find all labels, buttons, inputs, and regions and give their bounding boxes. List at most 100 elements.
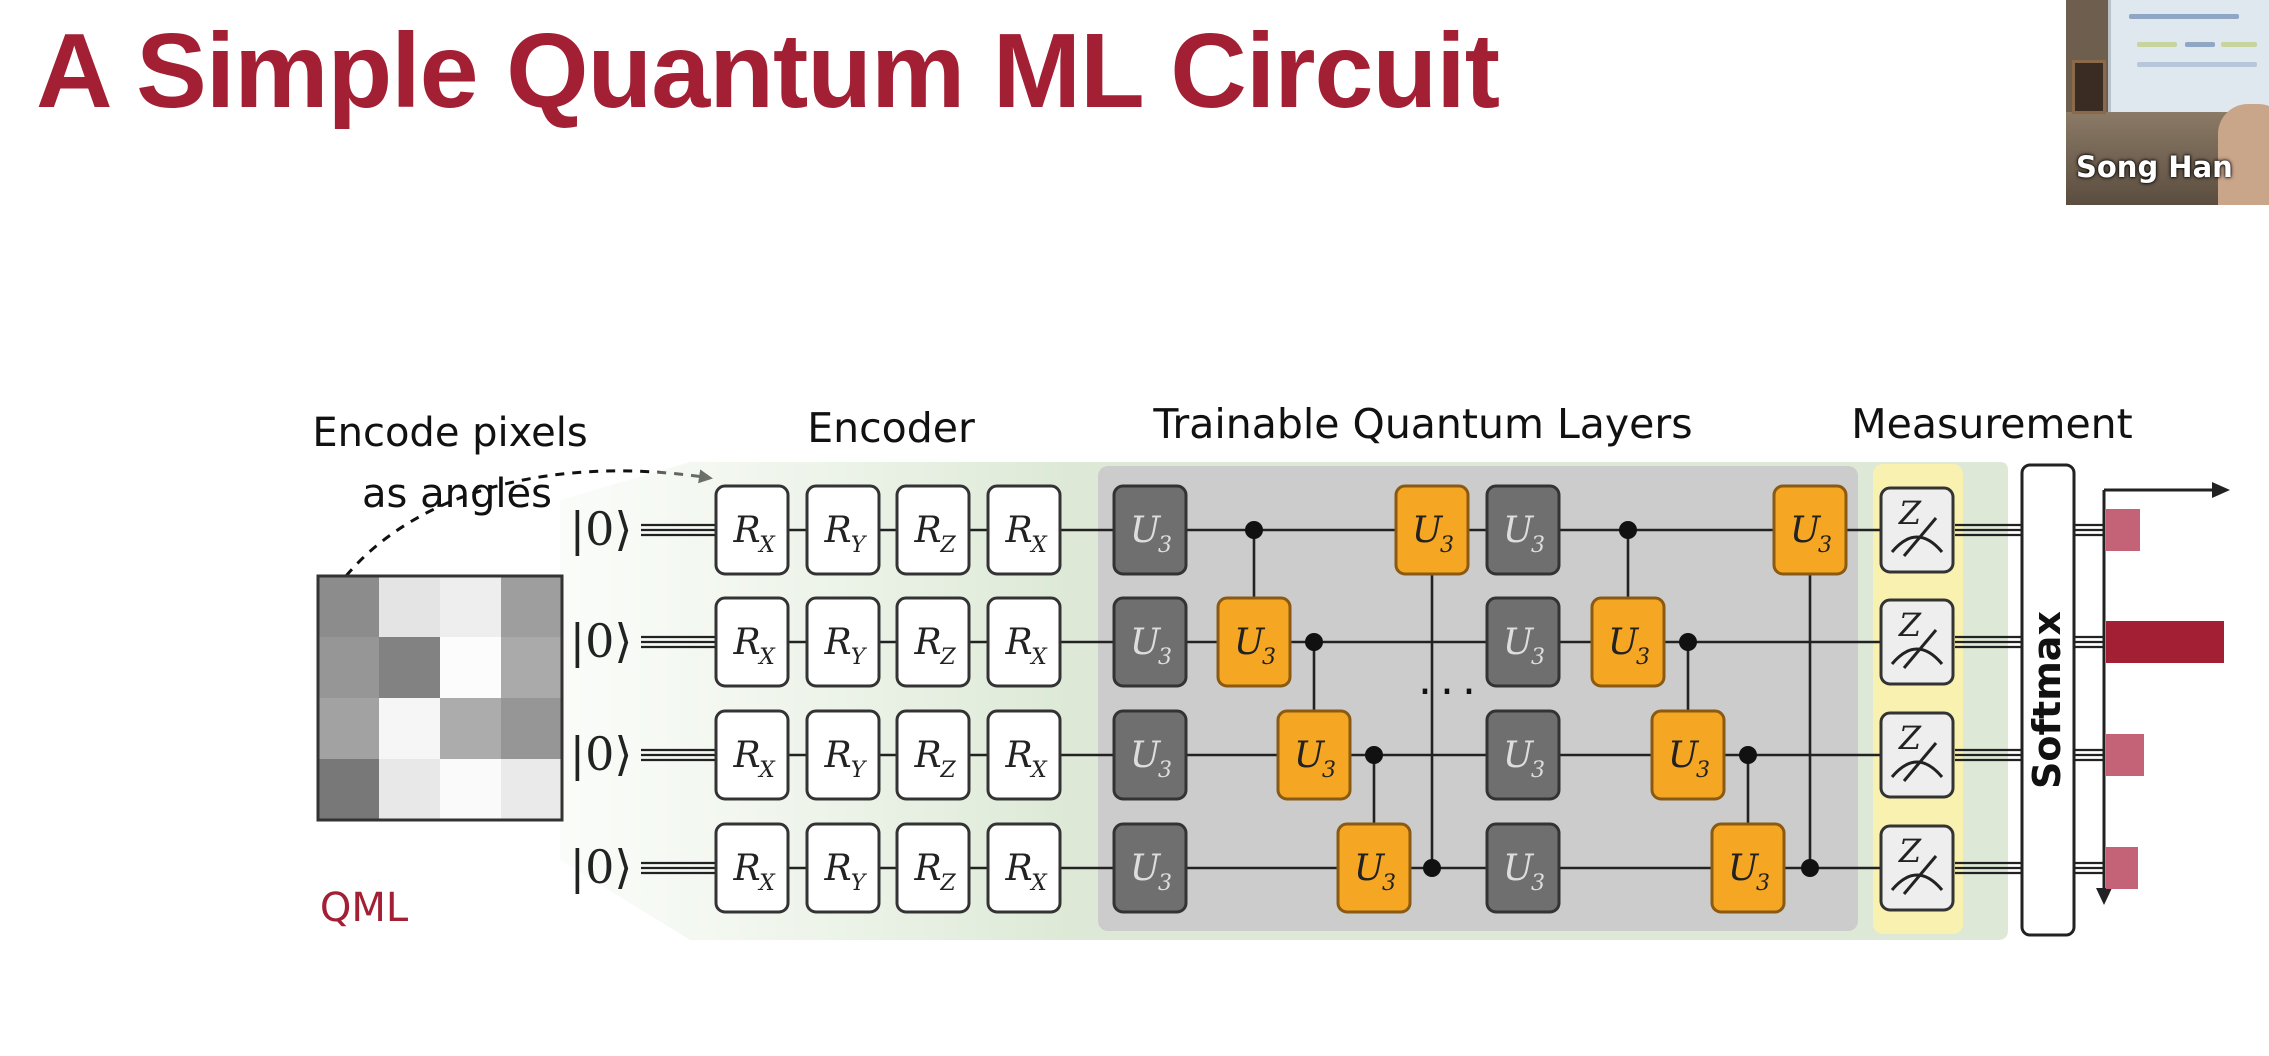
meter-needle <box>1902 742 1938 782</box>
webcam-overlay: Song Han <box>2066 0 2269 205</box>
pixel-cell <box>318 759 379 820</box>
encoder-gate-subscript: X <box>757 533 776 558</box>
encoder-gate-label: R <box>1004 510 1032 551</box>
control-dot <box>1365 746 1383 764</box>
u3-gate-trainable-box <box>1216 596 1292 688</box>
control-dot <box>1619 521 1637 539</box>
meter-arc <box>1890 760 1944 778</box>
u3-gate-fixed-box <box>1112 822 1188 914</box>
encoder-gate: RX <box>714 484 790 576</box>
encoder-gate-label: R <box>823 510 851 551</box>
u3-gate-trainable-label: U <box>1728 848 1760 889</box>
encoder-gate-box <box>986 822 1062 914</box>
encoder-gate-label: R <box>913 510 941 551</box>
pixel-cell <box>318 698 379 759</box>
encoder-gate-subscript: Y <box>851 758 868 783</box>
u3-gate-fixed-subscript: 3 <box>1531 533 1545 558</box>
encoder-gate-box <box>895 596 971 688</box>
u3-gate-trainable-box <box>1276 709 1352 801</box>
measurement-gate-box <box>1879 598 1955 686</box>
encoder-gate-subscript: X <box>757 645 776 670</box>
encoder-gate-subscript: Y <box>851 533 868 558</box>
output-probabilities <box>2096 482 2230 905</box>
u3-gate-trainable: U3 <box>1394 484 1470 576</box>
u3-gate-trainable-box <box>1772 484 1848 576</box>
u3-gate-trainable-label: U <box>1790 510 1822 551</box>
measurement-gate-label: Z <box>1898 832 1922 870</box>
encoder-gate-box <box>805 484 881 576</box>
encoder-gate-box <box>714 596 790 688</box>
u3-gate-trainable-box <box>1336 822 1412 914</box>
measurement-gate: Z <box>1879 824 1955 912</box>
u3-gate-trainable-label: U <box>1668 735 1700 776</box>
encoder-gate-subscript: X <box>1029 871 1048 896</box>
control-dot <box>1739 746 1757 764</box>
pixel-cell <box>501 698 562 759</box>
u3-gate-fixed-label: U <box>1503 510 1535 551</box>
encoder-gate-box <box>805 596 881 688</box>
output-probability-bar <box>2106 509 2140 551</box>
u3-gate-trainable-label: U <box>1234 622 1266 663</box>
pixel-cell <box>379 698 440 759</box>
meter-needle <box>1902 629 1938 669</box>
encoder-gate: RX <box>986 596 1062 688</box>
u3-gate-fixed: U3 <box>1112 596 1188 688</box>
encoder-gate: RZ <box>895 596 971 688</box>
pixel-cell <box>440 759 501 820</box>
u3-gate-trainable-label: U <box>1294 735 1326 776</box>
pixel-cell <box>440 637 501 698</box>
encoder-gate-box <box>986 484 1062 576</box>
control-dot <box>1801 859 1819 877</box>
u3-gate-fixed-label: U <box>1503 622 1535 663</box>
u3-gate-trainable: U3 <box>1336 822 1412 914</box>
u3-gate-trainable-subscript: 3 <box>1636 645 1650 670</box>
encoder-gate-subscript: Z <box>939 871 956 896</box>
ket-zero-label: |0⟩ <box>570 614 633 668</box>
u3-gate-fixed: U3 <box>1485 596 1561 688</box>
u3-gate-trainable: U3 <box>1772 484 1848 576</box>
u3-gate-fixed: U3 <box>1112 822 1188 914</box>
encoder-gate-label: R <box>1004 735 1032 776</box>
encoder-gate-subscript: Y <box>851 871 868 896</box>
u3-gate-fixed-box <box>1485 822 1561 914</box>
pixel-grid-border <box>316 574 564 822</box>
encoder-gate: RZ <box>895 822 971 914</box>
u3-gate-fixed-subscript: 3 <box>1531 645 1545 670</box>
control-dot <box>1423 859 1441 877</box>
encode-pixels-label: Encode pixels <box>312 410 587 456</box>
u3-gate-trainable-subscript: 3 <box>1756 871 1770 896</box>
encoder-gate-box <box>895 484 971 576</box>
encoder-gate: RX <box>714 596 790 688</box>
u3-gate-trainable: U3 <box>1276 709 1352 801</box>
input-states: |0⟩|0⟩|0⟩|0⟩ <box>570 502 633 894</box>
u3-gate-trainable-subscript: 3 <box>1696 758 1710 783</box>
pixel-cell <box>379 759 440 820</box>
output-axis-arrow-down <box>2096 888 2112 905</box>
encoder-gate-label: R <box>913 622 941 663</box>
encoder-gate: RX <box>986 709 1062 801</box>
u3-gate-trainable-label: U <box>1412 510 1444 551</box>
encoder-gate: RX <box>986 484 1062 576</box>
measurement-gate-label: Z <box>1898 719 1922 757</box>
control-dot <box>1305 633 1323 651</box>
output-probability-bar <box>2106 621 2224 663</box>
u3-gate-trainable-box <box>1394 484 1470 576</box>
slide-title: A Simple Quantum ML Circuit <box>36 12 1500 130</box>
u3-gate-trainable: U3 <box>1216 596 1292 688</box>
meter-needle <box>1902 517 1938 557</box>
encoder-gate: RX <box>986 822 1062 914</box>
encoder-gate-box <box>714 709 790 801</box>
u3-gate-fixed-box <box>1485 484 1561 576</box>
measurement-gate-box <box>1879 711 1955 799</box>
measurement-gate: Z <box>1879 598 1955 686</box>
u3-gate-fixed: U3 <box>1485 822 1561 914</box>
encoder-gate-subscript: Z <box>939 533 956 558</box>
encoder-gate-box <box>805 822 881 914</box>
pixel-cell <box>379 637 440 698</box>
u3-gate-fixed: U3 <box>1112 709 1188 801</box>
pixel-cell <box>318 576 379 637</box>
